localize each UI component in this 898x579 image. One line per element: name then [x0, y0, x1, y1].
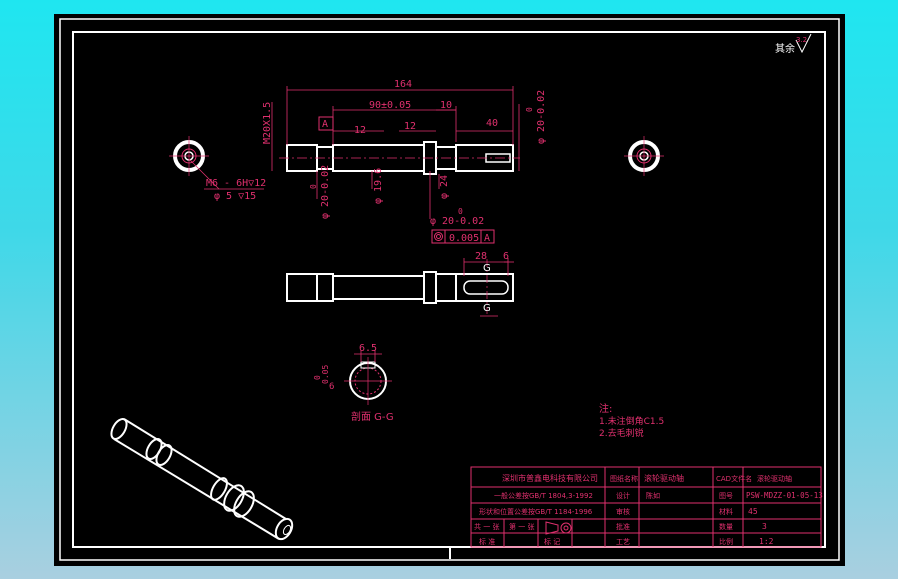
tb-design-value: 陈如	[646, 491, 660, 500]
dim-90: 90±0.05	[369, 100, 411, 111]
tb-sheet-label: 共 一 张	[474, 522, 499, 531]
shaft-front-view	[279, 141, 520, 175]
dim-12b: 12	[404, 121, 416, 132]
tb-scale-label: 比例	[719, 537, 733, 546]
shaft-top-view	[286, 259, 514, 314]
outer-frame	[59, 18, 840, 561]
end-view-right	[624, 136, 664, 176]
dim-thread: M20X1.5	[262, 102, 273, 144]
isometric-shaft	[110, 418, 294, 541]
tb-approve-label: 批准	[616, 522, 630, 531]
tb-drawing-no-value: 滚轮驱动轴	[757, 474, 792, 483]
notes-line2: 2.去毛刺锐	[599, 427, 644, 439]
end-view-left	[169, 136, 264, 190]
dim-20-left: φ 20-0.02	[320, 165, 331, 219]
dim-24: φ 24	[439, 175, 450, 199]
tb-part-label: 图号	[719, 492, 733, 500]
hole-spec-2: φ 5 ▽15	[214, 191, 256, 202]
dim-19-6: φ 19.6	[373, 168, 384, 204]
datum-a: A	[322, 119, 328, 130]
tb-material-value: 45	[748, 507, 758, 516]
tb-scale-value: 1:2	[759, 537, 774, 546]
notes-line1: 1.未注倒角C1.5	[599, 415, 664, 427]
tb-std1: 一般公差按GB/T 1804,3-1992	[494, 491, 593, 500]
keyway-depth: 0.05	[321, 365, 330, 384]
tb-qty-label: 数量	[719, 522, 733, 531]
dim-total-length: 164	[394, 79, 412, 90]
dim-40: 40	[486, 118, 498, 129]
roughness-icon: 3.2	[795, 33, 812, 54]
tb-drawing-name: 滚轮驱动轴	[644, 473, 684, 483]
dim-20-right-tol: 0	[525, 107, 534, 112]
section-g-top: G	[483, 263, 491, 274]
section-gg-view	[344, 350, 392, 405]
section-g-bottom: G	[483, 303, 491, 314]
tb-drawing-name-label: 图纸名称	[610, 474, 638, 483]
tb-qty-value: 3	[762, 522, 767, 531]
top-dimension-lines	[271, 86, 520, 171]
tb-part-value: PSW-MDZZ-01-05-13	[746, 491, 823, 500]
tb-material-label: 材料	[719, 507, 733, 516]
drawing-sheet: 其余 3.2 M6 - 6H▽12 φ 5 ▽15	[54, 14, 845, 566]
title-block	[470, 466, 822, 548]
roughness-value: 3.2	[796, 36, 807, 44]
tb-check-label: 审核	[616, 507, 630, 516]
tb-drawing-no-label: CAD文件名	[716, 474, 752, 483]
tb-company: 深圳市普鑫电科技有限公司	[502, 473, 598, 483]
key-len-28: 28	[475, 251, 487, 262]
cad-drawing: 其余 3.2 M6 - 6H▽12 φ 5 ▽15	[59, 18, 840, 561]
hole-spec-1: M6 - 6H▽12	[206, 178, 266, 189]
tolerance-value: 0.005	[449, 233, 479, 244]
projection-icon	[545, 521, 572, 535]
dim-20-bottom: φ 20-0.02	[430, 216, 484, 227]
dim-10: 10	[440, 100, 452, 111]
dim-20-left-tol: 0	[309, 184, 318, 189]
tb-std-row-a: 标 准	[479, 537, 495, 546]
keyway-depth-6: 6	[329, 382, 334, 392]
tolerance-datum: A	[484, 233, 490, 244]
roughness-label: 其余	[775, 42, 795, 55]
tb-process-label: 工艺	[616, 538, 630, 546]
tb-std2: 形状和位置公差按GB/T 1184-1996	[479, 507, 593, 516]
dim-20-right: φ 20-0.02	[536, 90, 547, 144]
tb-design-label: 设计	[616, 491, 630, 500]
keyway-width: 6.5	[359, 343, 377, 354]
keyway-depth-tol: 0	[313, 375, 322, 380]
tolerance-frame	[431, 229, 495, 244]
tb-sheet-of: 第 一 张	[509, 522, 534, 531]
key-len-6: 6	[503, 251, 509, 262]
tb-std-row-b: 标 记	[544, 537, 560, 546]
datum-box	[318, 116, 334, 131]
dim-20-bottom-tol: 0	[458, 207, 463, 216]
section-label: 剖面 G-G	[351, 410, 394, 423]
notes-title: 注:	[599, 402, 612, 415]
dim-12a: 12	[354, 125, 366, 136]
